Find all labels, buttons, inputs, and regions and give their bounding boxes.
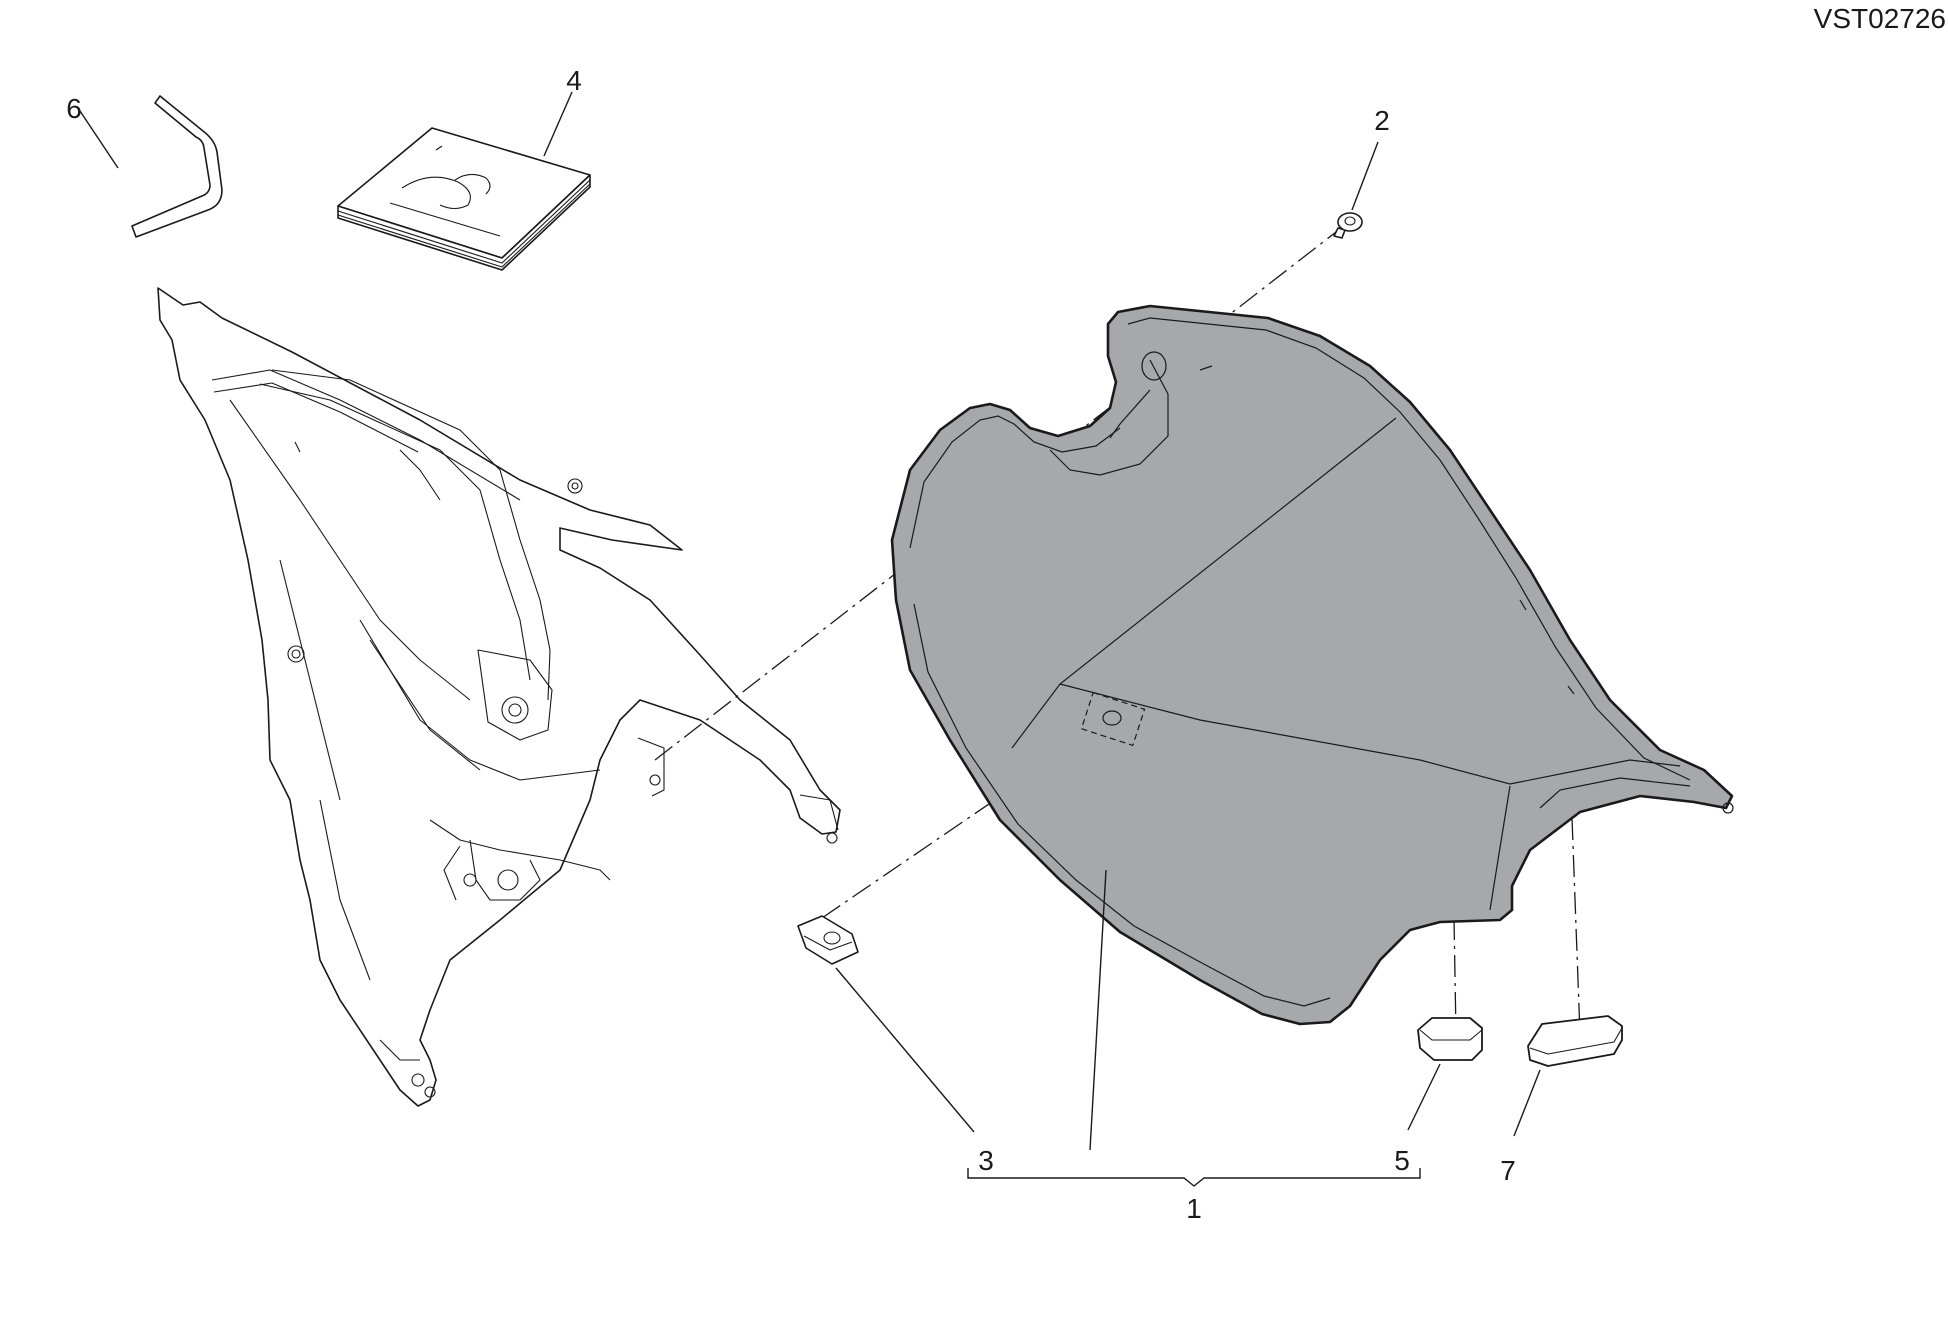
leader-2 [1351, 141, 1379, 211]
axis-line-plate [821, 719, 1113, 919]
ref-label-6: 6 [66, 93, 82, 124]
ref-label-4: 4 [566, 65, 582, 96]
ref-label-2: 2 [1374, 105, 1390, 136]
leader-6 [77, 107, 119, 169]
leader-3 [835, 967, 975, 1133]
rubber-pad-5-part [1417, 1017, 1483, 1061]
ref-label-1: 1 [1186, 1193, 1202, 1224]
ref-label-3: 3 [978, 1145, 994, 1176]
leader-5 [1407, 1063, 1441, 1131]
leader-7 [1513, 1069, 1541, 1137]
axis-line-pad-7 [1571, 817, 1581, 1035]
axis-line-pad-5 [1453, 917, 1457, 1035]
allen-key-part [131, 95, 223, 238]
ref-label-7: 7 [1500, 1155, 1516, 1186]
plate-part [797, 915, 859, 965]
screw-part [1333, 212, 1363, 239]
drawing-code: VST02726 [1814, 3, 1946, 34]
group-bracket-1 [967, 1168, 1421, 1187]
leader-1a [1089, 869, 1107, 1151]
leader-4 [543, 91, 573, 157]
seat-part [890, 304, 1734, 1026]
rubber-pad-7-part [1527, 1015, 1623, 1067]
ref-label-5: 5 [1394, 1145, 1410, 1176]
owner-manual-part [337, 127, 591, 271]
rear-subframe-part [157, 287, 841, 1107]
